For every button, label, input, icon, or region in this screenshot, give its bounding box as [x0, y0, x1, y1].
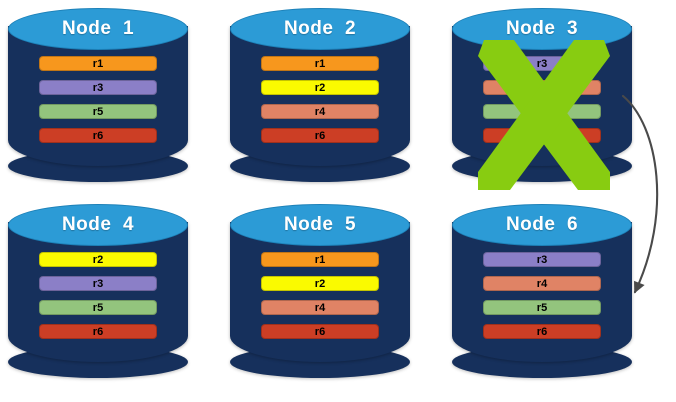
cylinder-top: [452, 204, 632, 246]
record-list: r1 r2 r4 r6: [230, 56, 410, 143]
record-bar-r4[interactable]: r4: [261, 300, 379, 315]
cylinder-top: [452, 8, 632, 50]
record-bar-r1[interactable]: r1: [261, 252, 379, 267]
record-bar-r3[interactable]: r3: [39, 276, 157, 291]
record-bar-r6[interactable]: r6: [483, 324, 601, 339]
record-bar-r4[interactable]: r4: [261, 104, 379, 119]
record-bar-r1[interactable]: r1: [261, 56, 379, 71]
record-bar-r2[interactable]: r2: [39, 252, 157, 267]
cylinder-top: [8, 204, 188, 246]
record-bar-r3[interactable]: r3: [483, 252, 601, 267]
record-bar-r4[interactable]: r4: [483, 80, 601, 95]
record-bar-r5[interactable]: r5: [483, 104, 601, 119]
record-bar-r6[interactable]: r6: [483, 128, 601, 143]
record-list: r3 r4 r5 r6: [452, 252, 632, 339]
record-list: r1 r3 r5 r6: [8, 56, 188, 143]
record-bar-r4[interactable]: r4: [483, 276, 601, 291]
record-list: r1 r2 r4 r6: [230, 252, 410, 339]
record-bar-r6[interactable]: r6: [261, 128, 379, 143]
record-bar-r5[interactable]: r5: [483, 300, 601, 315]
record-bar-r2[interactable]: r2: [261, 80, 379, 95]
record-list: r3 r4 r5 r6: [452, 56, 632, 143]
record-bar-r5[interactable]: r5: [39, 104, 157, 119]
record-list: r2 r3 r5 r6: [8, 252, 188, 339]
record-bar-r6[interactable]: r6: [261, 324, 379, 339]
record-bar-r3[interactable]: r3: [483, 56, 601, 71]
record-bar-r5[interactable]: r5: [39, 300, 157, 315]
record-bar-r3[interactable]: r3: [39, 80, 157, 95]
record-bar-r6[interactable]: r6: [39, 128, 157, 143]
cylinder-top: [230, 204, 410, 246]
cylinder-top: [8, 8, 188, 50]
record-bar-r6[interactable]: r6: [39, 324, 157, 339]
record-bar-r1[interactable]: r1: [39, 56, 157, 71]
record-bar-r2[interactable]: r2: [261, 276, 379, 291]
cylinder-top: [230, 8, 410, 50]
